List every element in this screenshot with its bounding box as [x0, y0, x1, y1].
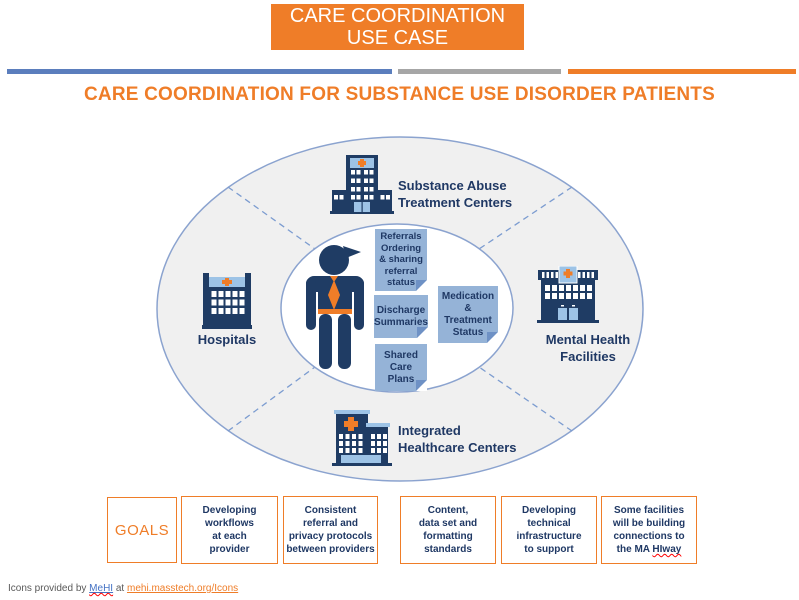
banner-line2: USE CASE	[346, 27, 449, 49]
title-banner: CARE COORDINATION USE CASE	[271, 4, 524, 50]
mehi-url-link[interactable]: mehi.masstech.org/Icons	[126, 583, 239, 594]
goal-box-content-standards: Content, data set and formatting standar…	[400, 496, 496, 564]
patient-person-icon	[306, 245, 364, 369]
mehi-link[interactable]: MeHI	[89, 583, 114, 594]
note-referrals-body: Ordering & sharing referral status	[379, 242, 423, 289]
goals-label-box: GOALS	[107, 497, 177, 563]
footer-prefix: Icons provided by	[8, 583, 87, 594]
note-referrals: Referrals Ordering & sharing referral st…	[375, 229, 427, 291]
goal-box-technical-infrastructure: Developing technical infrastructure to s…	[501, 496, 597, 564]
goal-box-referral-privacy-protocols: Consistent referral and privacy protocol…	[283, 496, 378, 564]
note-medication-treatment-status: Medication & Treatment Status	[438, 286, 498, 343]
goal-box-ma-hiway-connections: Some facilities will be building connect…	[601, 496, 697, 564]
goal-box-workflows: Developing workflows at each provider	[181, 496, 278, 564]
note-referrals-title: Referrals	[380, 231, 422, 243]
misspelled-hiway: HIway	[652, 544, 682, 555]
mental-health-facility-building-icon	[537, 266, 599, 323]
footer-credit: Icons provided by MeHI at mehi.masstech.…	[8, 583, 238, 594]
note-shared-care-plans: Shared Care Plans	[375, 344, 427, 391]
sector-label-integrated-healthcare: Integrated Healthcare Centers	[398, 423, 517, 455]
banner-line1: CARE COORDINATION	[289, 5, 506, 27]
substance-abuse-treatment-center-building-icon	[330, 155, 394, 214]
footer-connector: at	[115, 583, 125, 594]
note-discharge-summaries: Discharge Summaries	[374, 295, 428, 338]
divider-segment-blue	[7, 69, 392, 74]
divider-segment-gray	[398, 69, 561, 74]
divider-segment-orange	[568, 69, 796, 74]
sector-label-hospitals: Hospitals	[197, 332, 257, 347]
hospital-building-icon	[202, 273, 252, 329]
sector-label-mental-health: Mental Health Facilities	[545, 332, 631, 364]
integrated-healthcare-center-building-icon	[332, 410, 392, 466]
page-title: CARE COORDINATION FOR SUBSTANCE USE DISO…	[84, 84, 715, 105]
sector-label-substance-abuse: Substance Abuse Treatment Centers	[398, 178, 513, 210]
